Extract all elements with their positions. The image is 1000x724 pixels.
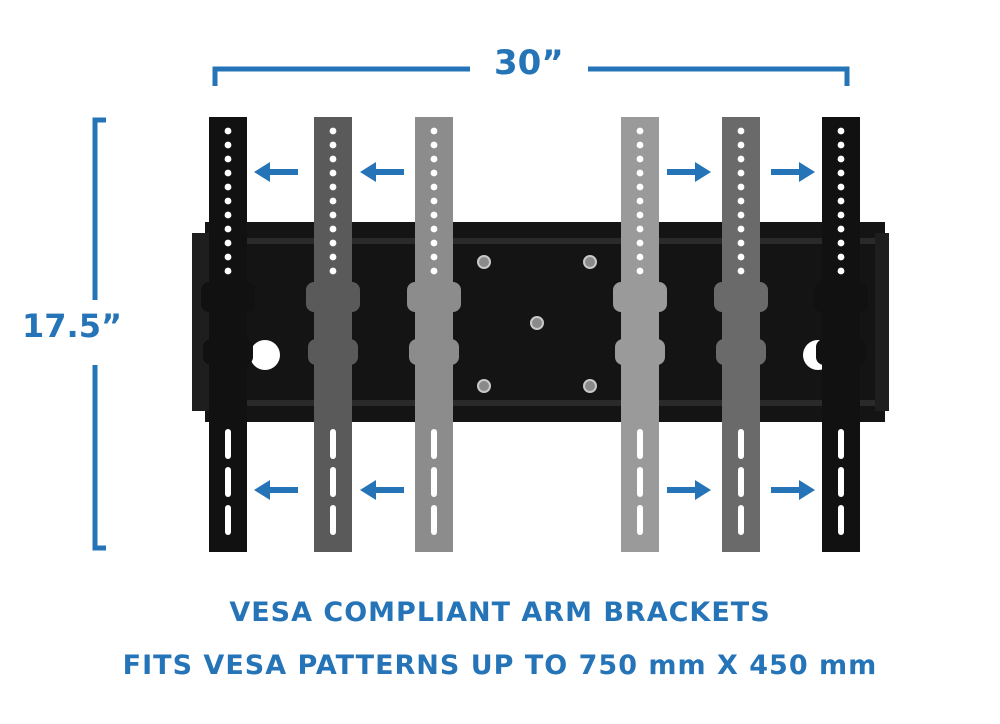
arrow-left-icon — [254, 480, 298, 500]
bracket-arm-outer-left — [201, 117, 255, 552]
arrow-left-icon — [254, 162, 298, 182]
width-dimension-line — [212, 66, 850, 86]
mount-bolts — [477, 255, 597, 393]
bracket-arm-inner-right — [613, 117, 667, 552]
arrow-right-icon — [771, 480, 815, 500]
bracket-arm-middle-left — [306, 117, 360, 552]
wall-plate — [192, 222, 889, 422]
width-dimension-label: 30” — [494, 43, 564, 83]
caption-line-2: FITS VESA PATTERNS UP TO 750 mm X 450 mm — [122, 650, 878, 681]
bracket-arm-inner-left — [407, 117, 461, 552]
arrow-right-icon — [667, 162, 711, 182]
bracket-arm-middle-right — [714, 117, 768, 552]
caption-line-1: VESA COMPLIANT ARM BRACKETS — [229, 597, 771, 628]
arrow-left-icon — [360, 480, 404, 500]
height-dimension-line — [92, 117, 106, 551]
arrow-left-icon — [360, 162, 404, 182]
arrow-right-icon — [771, 162, 815, 182]
bracket-arm-outer-right — [814, 117, 868, 552]
arrow-right-icon — [667, 480, 711, 500]
height-dimension-label: 17.5” — [22, 307, 122, 345]
